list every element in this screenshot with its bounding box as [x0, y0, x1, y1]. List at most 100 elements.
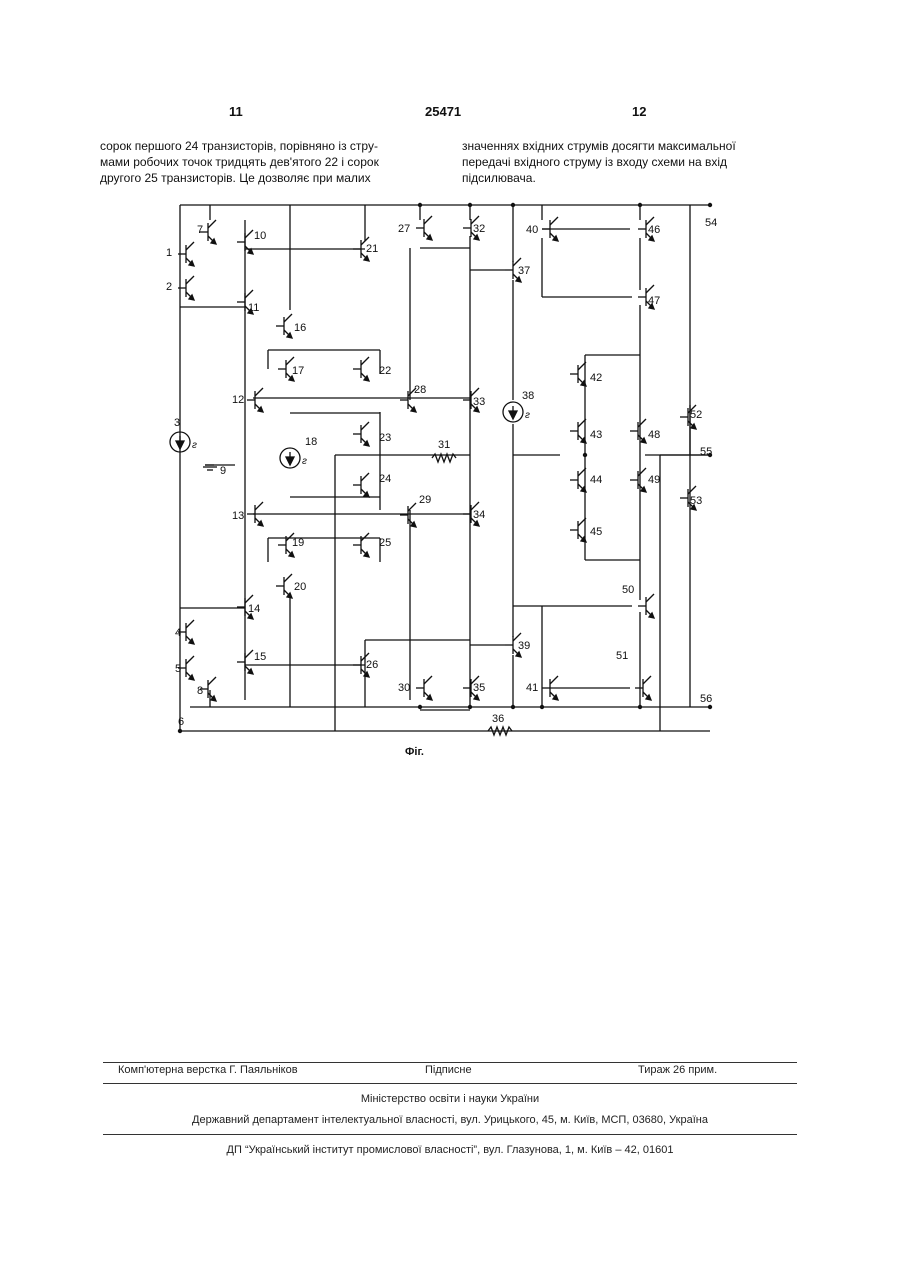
component-label-45: 45 [590, 526, 602, 538]
component-label-30: 30 [398, 682, 410, 694]
junction-dot [178, 729, 182, 733]
junction-dot [418, 203, 422, 207]
transistor-10 [237, 230, 253, 254]
component-label-47: 47 [648, 295, 660, 307]
text-line: мами робочих точок тридцять дев'ятого 22… [100, 154, 422, 170]
component-label-36: 36 [492, 713, 504, 725]
junction-dot [708, 705, 712, 709]
junction-dot [511, 203, 515, 207]
page-number-left: 11 [229, 104, 243, 119]
circuit-diagram: 71012114581415г3916172212282324132919252… [165, 198, 725, 743]
component-label-5: 5 [175, 663, 181, 675]
transistor-45 [570, 518, 586, 542]
component-label-53: 53 [690, 495, 702, 507]
component-label-15: 15 [254, 651, 266, 663]
transistor-42 [570, 362, 586, 386]
component-label-40: 40 [526, 224, 538, 236]
component-label-49: 49 [648, 474, 660, 486]
component-label-4: 4 [175, 627, 181, 639]
junction-dot [708, 203, 712, 207]
component-label-14: 14 [248, 603, 260, 615]
component-label-32: 32 [473, 223, 485, 235]
component-label-42: 42 [590, 372, 602, 384]
junction-dot [638, 203, 642, 207]
junction-dot [638, 705, 642, 709]
component-label-33: 33 [473, 396, 485, 408]
component-label-37: 37 [518, 265, 530, 277]
component-label-27: 27 [398, 223, 410, 235]
typesetting-credit: Комп'ютерна верстка Г. Паяльніков [118, 1064, 298, 1076]
transistor-43 [570, 419, 586, 443]
component-label-51: 51 [616, 650, 628, 662]
junction-dot [511, 705, 515, 709]
component-label-22: 22 [379, 365, 391, 377]
transistor-27 [416, 216, 432, 240]
transistor-51 [635, 676, 651, 700]
footer-rule [103, 1134, 797, 1135]
footer-rule [103, 1062, 797, 1063]
component-label-10: 10 [254, 230, 266, 242]
institute-line: ДП “Український інститут промислової вла… [103, 1144, 797, 1156]
component-label-44: 44 [590, 474, 602, 486]
junction-dot [540, 705, 544, 709]
component-label-7: 7 [197, 224, 203, 236]
ministry-line: Міністерство освіти і науки України [103, 1093, 797, 1105]
transistor-23 [353, 422, 369, 446]
component-label-28: 28 [414, 384, 426, 396]
text-line: підсилювача. [462, 170, 784, 186]
component-label-29: 29 [419, 494, 431, 506]
signed-note: Підписне [425, 1064, 472, 1076]
footer-rule [103, 1083, 797, 1084]
component-label-55: 55 [700, 446, 712, 458]
component-label-3: 3 [174, 417, 180, 429]
component-label-9: 9 [220, 465, 226, 477]
component-label-20: 20 [294, 581, 306, 593]
text-line: значеннях вхідних струмів досягти максим… [462, 138, 784, 154]
component-label-18: 18 [305, 436, 317, 448]
component-label-35: 35 [473, 682, 485, 694]
patent-number: 25471 [425, 104, 461, 119]
figure-caption: Фіг. [405, 746, 424, 758]
component-label-1: 1 [166, 247, 172, 259]
transistor-16 [276, 314, 292, 338]
transistor-15 [237, 650, 253, 674]
junction-dot [468, 705, 472, 709]
left-column-text: сорок першого 24 транзисторів, порівняно… [100, 138, 422, 186]
component-label-31: 31 [438, 439, 450, 451]
component-label-50: 50 [622, 584, 634, 596]
component-label-13: 13 [232, 510, 244, 522]
circulation-note: Тираж 26 прим. [638, 1064, 717, 1076]
current-source-symbol: г [302, 456, 307, 467]
transistor-44 [570, 468, 586, 492]
component-label-25: 25 [379, 537, 391, 549]
current-source-38 [503, 402, 523, 422]
component-label-21: 21 [366, 243, 378, 255]
component-label-2: 2 [166, 281, 172, 293]
component-label-48: 48 [648, 429, 660, 441]
component-label-23: 23 [379, 432, 391, 444]
transistor-12 [247, 388, 263, 412]
component-label-56: 56 [700, 693, 712, 705]
component-label-39: 39 [518, 640, 530, 652]
page-number-right: 12 [632, 104, 646, 119]
component-label-11: 11 [248, 302, 259, 314]
component-label-41: 41 [526, 682, 538, 694]
transistor-48 [630, 419, 646, 443]
text-line: сорок першого 24 транзисторів, порівняно… [100, 138, 422, 154]
junction-dot [468, 203, 472, 207]
current-source-symbol: г [192, 440, 197, 451]
component-label-54: 54 [705, 217, 717, 229]
junction-dot [418, 705, 422, 709]
component-label-12: 12 [232, 394, 244, 406]
current-source-18 [280, 448, 300, 468]
component-label-46: 46 [648, 224, 660, 236]
component-label-43: 43 [590, 429, 602, 441]
current-source-symbol: г [525, 410, 530, 421]
component-label-6: 6 [178, 716, 184, 728]
junction-dot [583, 453, 587, 457]
component-label-38: 38 [522, 390, 534, 402]
transistor-49 [630, 468, 646, 492]
component-label-24: 24 [379, 473, 391, 485]
transistor-30 [416, 676, 432, 700]
department-line: Державний департамент інтелектуальної вл… [103, 1114, 797, 1126]
